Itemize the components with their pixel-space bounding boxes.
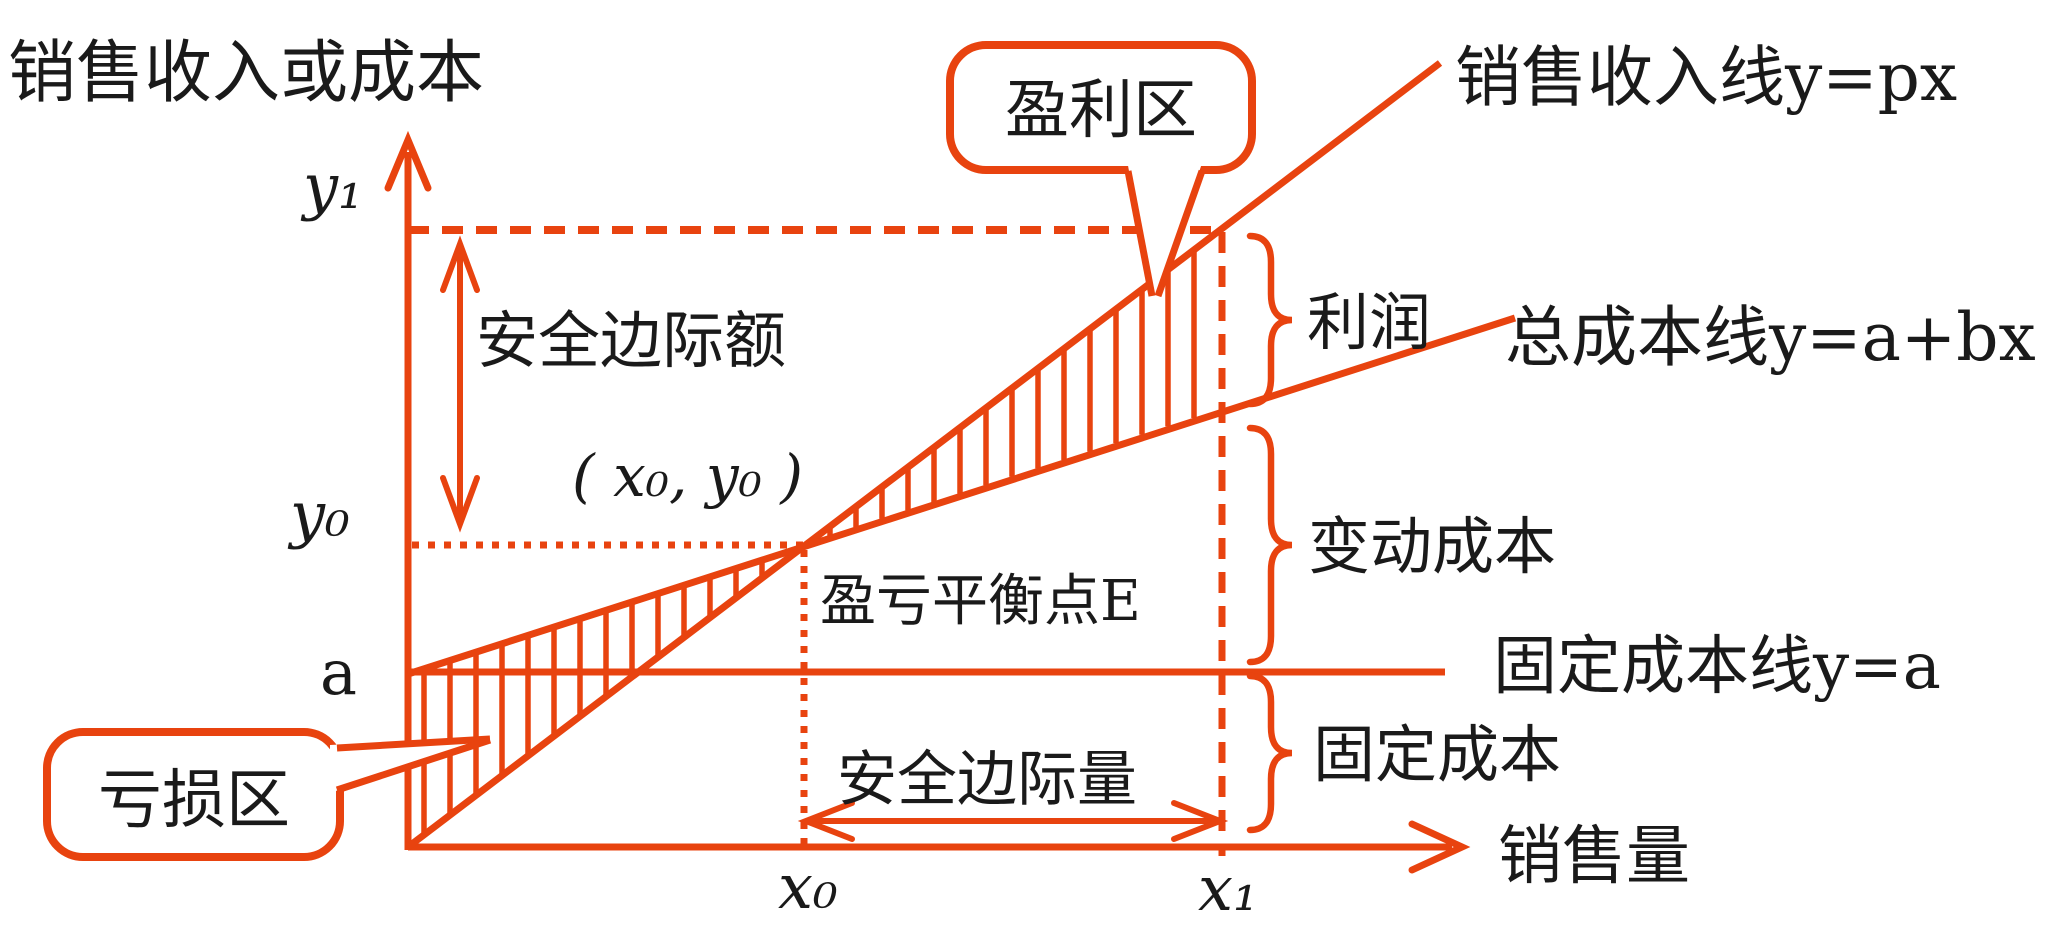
loss-zone-label: 亏损区 — [98, 764, 290, 838]
break-even-coordinates: ( x₀, y₀ ) — [572, 442, 803, 510]
profit-zone-label: 盈利区 — [1005, 74, 1197, 148]
profit-zone-callout: 盈利区 — [946, 41, 1256, 298]
x-axis-title: 销售量 — [1498, 820, 1690, 894]
total-cost-line — [406, 314, 1517, 678]
profit-zone-pointer-left — [1124, 170, 1156, 297]
tick-y0: y₀ — [287, 478, 350, 551]
loss-zone-bubble — [43, 728, 344, 861]
variable-cost-brace — [1246, 424, 1293, 666]
break-even-point-label: 盈亏平衡点E — [820, 569, 1141, 634]
revenue-line-label: 销售收入线y=px — [1455, 39, 1957, 116]
fixed-cost-label: 固定成本 — [1313, 718, 1561, 791]
tick-x0: x₀ — [778, 850, 838, 923]
x-axis — [408, 820, 1471, 874]
revenue-line — [405, 60, 1443, 850]
profit-zone-pointer-right — [1154, 169, 1206, 298]
y-axis — [384, 130, 432, 850]
tick-a: a — [320, 636, 357, 709]
fixed-cost-line-label: 固定成本线y=a — [1493, 630, 1941, 704]
profit-brace — [1246, 232, 1293, 408]
safety-margin-quantity-arrow — [797, 800, 1229, 842]
y-axis-title: 销售收入或成本 — [8, 34, 484, 113]
x-axis-arrowhead-icon — [1408, 820, 1471, 874]
y-axis-arrowhead-icon — [384, 130, 432, 192]
profit-region-hatching — [827, 251, 1197, 536]
total-cost-line-label: 总成本线y=a+bx — [1505, 299, 2036, 376]
braces — [1246, 232, 1293, 834]
profit-zone-bubble — [946, 41, 1256, 174]
variable-cost-label: 变动成本 — [1308, 510, 1556, 583]
safety-margin-amount-arrow — [440, 235, 480, 533]
loss-region-hatching — [421, 553, 791, 833]
tick-x1: x₁ — [1198, 852, 1258, 925]
safety-margin-amount-label: 安全边际额 — [476, 304, 786, 377]
fixed-cost-brace — [1246, 672, 1293, 834]
profit-label: 利润 — [1307, 286, 1431, 359]
loss-zone-callout: 亏损区 — [43, 728, 492, 861]
loss-zone-pointer-bottom — [335, 736, 492, 794]
loss-zone-pointer-top — [336, 735, 491, 752]
tick-y1: y₁ — [300, 150, 363, 223]
safety-margin-quantity-label: 安全边际量 — [837, 745, 1137, 815]
